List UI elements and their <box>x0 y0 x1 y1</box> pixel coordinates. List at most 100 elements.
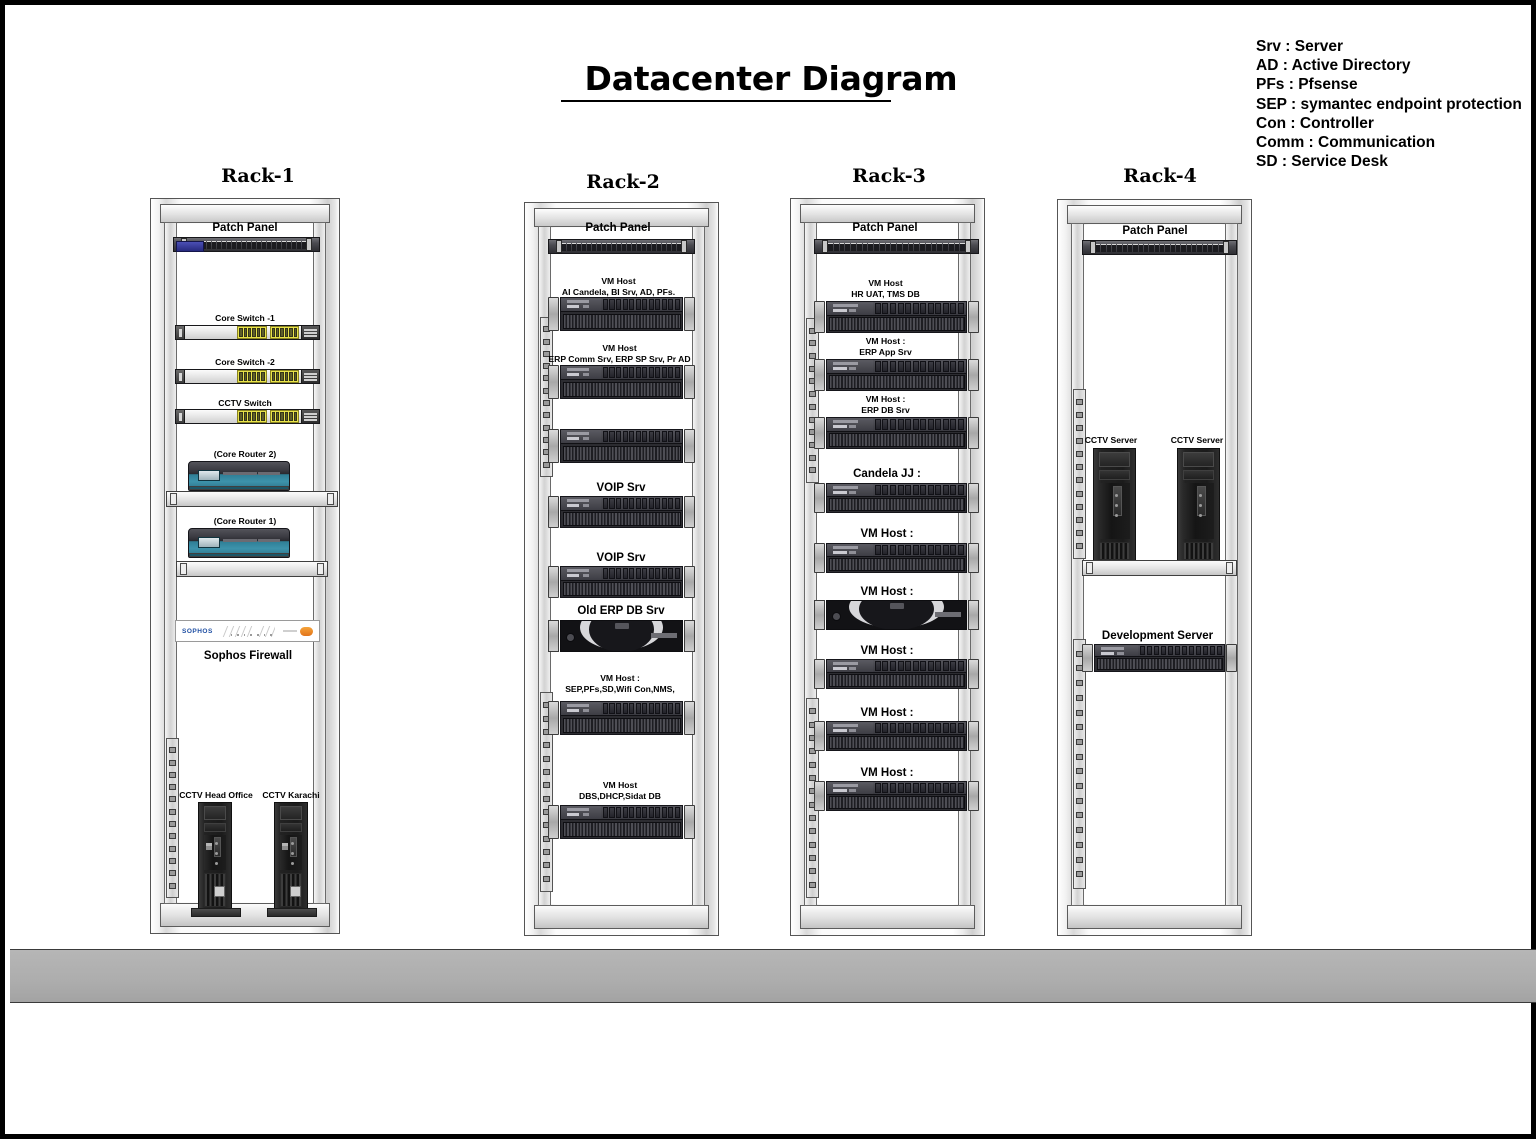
server-badge <box>889 603 904 609</box>
server-left-ear <box>814 781 825 811</box>
tower-server-icon[interactable] <box>1093 448 1136 565</box>
rack-3-device-label-4: Candela JJ : <box>853 468 921 480</box>
rack-1-pdu <box>166 738 179 898</box>
rack-server-icon[interactable] <box>548 429 695 463</box>
rack-4-bottom-cap <box>1067 905 1242 929</box>
sophos-vent <box>221 625 275 637</box>
patch-panel-icon[interactable] <box>1082 240 1237 255</box>
rack-server-icon[interactable] <box>548 496 695 528</box>
rack-server-icon[interactable] <box>1082 644 1237 672</box>
server-front-bezel <box>1095 645 1224 657</box>
server-control-panel <box>1095 645 1138 656</box>
server-front-bezel <box>561 430 682 445</box>
tower-server-icon[interactable] <box>1177 448 1220 565</box>
core-router-icon[interactable] <box>188 528 290 558</box>
router-display <box>198 470 220 482</box>
router-base <box>189 486 289 490</box>
server-control-panel <box>827 722 873 734</box>
switch-right-module <box>301 370 319 383</box>
label-line-2: SEP,PFs,SD,Wifi Con,NMS, <box>565 684 675 694</box>
rack-server-icon[interactable] <box>814 721 979 751</box>
tower-server-icon[interactable] <box>198 802 232 912</box>
label-line-1: VM Host : <box>600 673 640 683</box>
tower-indicators <box>215 842 219 872</box>
label-line-2: ERP Comm Srv, ERP SP Srv, Pr AD <box>548 354 691 364</box>
rack-1-device-label-2: Core Switch -2 <box>215 357 275 367</box>
floor-band <box>10 949 1536 1003</box>
rack-4-pdu-upper <box>1073 389 1086 559</box>
rack-server-icon[interactable] <box>814 301 979 333</box>
rack-server-icon[interactable] <box>814 543 979 573</box>
server-right-ear <box>684 620 695 652</box>
router-display <box>198 537 220 549</box>
tower-bay <box>1183 469 1214 480</box>
rack-server-icon[interactable] <box>814 483 979 513</box>
server-right-ear <box>968 781 979 811</box>
server-drive-bays <box>873 544 966 556</box>
tower-indicators <box>291 842 295 872</box>
server-air-grille <box>828 317 965 331</box>
sophos-firewall-icon[interactable]: SOPHOS <box>175 620 320 642</box>
rack-server-icon[interactable] <box>548 297 695 331</box>
tower-vent <box>1183 541 1214 560</box>
page-title: Datacenter Diagram <box>584 59 958 98</box>
rack-4-device-label-2: CCTV Server <box>1170 435 1224 445</box>
patch-panel-left-ear <box>556 240 562 253</box>
core-router-icon[interactable] <box>188 461 290 491</box>
rack-server-icon[interactable] <box>548 701 695 735</box>
server-drive-bays <box>1138 645 1224 656</box>
patch-panel-right-ear <box>681 240 687 253</box>
server-front-bezel <box>561 497 682 511</box>
rack-server-icon[interactable] <box>548 365 695 399</box>
legend-item-sd: SD : Service Desk <box>1256 153 1388 171</box>
server-drive-bays <box>601 702 682 715</box>
rack-2-device-label-8: VM Host DBS,DHCP,Sidat DB <box>550 780 690 802</box>
rack-server-icon[interactable] <box>548 805 695 839</box>
rack-1-shelf-upper <box>166 491 338 507</box>
tower-power-button[interactable] <box>289 885 301 897</box>
server-left-ear <box>548 297 559 331</box>
label-line-1: VM Host <box>868 278 903 288</box>
server-left-ear <box>814 483 825 513</box>
rack-3-pdu-lower <box>806 698 819 898</box>
server-power-button[interactable] <box>832 611 841 621</box>
page-title-underline <box>561 100 891 102</box>
rack-server-dell-icon[interactable] <box>814 600 979 630</box>
rack-server-icon[interactable] <box>548 566 695 598</box>
patch-panel-icon[interactable] <box>173 237 320 252</box>
server-chassis <box>560 297 683 331</box>
router-face-bar-right <box>258 538 280 542</box>
server-chassis <box>560 805 683 839</box>
rack-3-device-label-5: VM Host : <box>860 528 914 540</box>
server-air-grille <box>828 558 965 571</box>
tower-bay <box>204 822 226 833</box>
network-switch-icon[interactable] <box>175 325 320 340</box>
rack-server-icon[interactable] <box>814 781 979 811</box>
server-control-panel <box>827 782 873 794</box>
server-air-grille <box>828 498 965 511</box>
tower-server-base <box>191 908 241 917</box>
server-front-bezel <box>561 806 682 821</box>
server-left-ear <box>548 429 559 463</box>
rack-2-bottom-cap <box>534 905 709 929</box>
server-power-button[interactable] <box>566 632 575 642</box>
legend-item-srv: Srv : Server <box>1256 38 1344 55</box>
network-switch-icon[interactable] <box>175 369 320 384</box>
label-line-1: VM Host <box>602 780 638 790</box>
rack-3-device-label-7: VM Host : <box>860 645 914 657</box>
server-chassis <box>826 721 967 751</box>
patch-panel-icon[interactable] <box>548 239 695 254</box>
rack-server-icon[interactable] <box>814 659 979 689</box>
patch-panel-icon[interactable] <box>814 239 979 254</box>
rack-3-top-cap <box>800 204 975 223</box>
rack-server-icon[interactable] <box>814 359 979 391</box>
rack-1-device-label-3: CCTV Switch <box>218 398 272 408</box>
rack-3-device-label-0: Patch Panel <box>852 222 918 234</box>
network-switch-icon[interactable] <box>175 409 320 424</box>
rack-server-dell-icon[interactable] <box>548 620 695 652</box>
switch-port-block <box>237 370 299 383</box>
tower-optical-drive <box>280 806 302 820</box>
tower-power-button[interactable] <box>213 885 225 897</box>
rack-server-icon[interactable] <box>814 417 979 449</box>
tower-server-icon[interactable] <box>274 802 308 912</box>
